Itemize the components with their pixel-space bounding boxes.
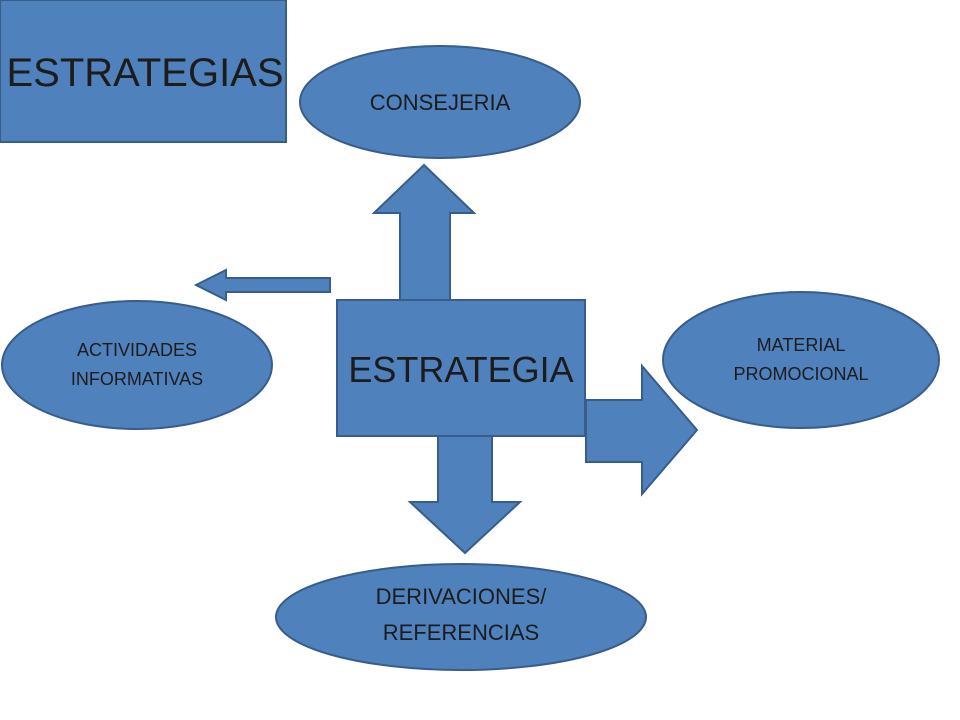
node-consejeria-label: CONSEJERIA bbox=[370, 90, 511, 115]
node-material-promocional bbox=[662, 291, 940, 429]
node-actividades-line2: INFORMATIVAS bbox=[71, 369, 203, 389]
arrow-left bbox=[193, 268, 331, 302]
node-actividades-line1: ACTIVIDADES bbox=[77, 340, 197, 360]
node-material-line2: PROMOCIONAL bbox=[733, 364, 868, 384]
node-consejeria bbox=[299, 45, 581, 159]
node-derivaciones-line2: REFERENCIAS bbox=[383, 620, 539, 645]
node-material-line1: MATERIAL bbox=[757, 335, 846, 355]
arrow-down bbox=[407, 431, 523, 555]
center-box-label: ESTRATEGIA bbox=[348, 349, 573, 390]
node-actividades-informativas bbox=[1, 300, 273, 430]
center-box bbox=[336, 299, 586, 437]
title-box-label: ESTRATEGIAS bbox=[6, 51, 283, 95]
node-derivaciones-referencias bbox=[275, 563, 647, 671]
arrow-up bbox=[371, 163, 477, 303]
node-derivaciones-line1: DERIVACIONES/ bbox=[376, 584, 548, 609]
arrow-right bbox=[585, 363, 699, 497]
title-box bbox=[0, 0, 287, 143]
